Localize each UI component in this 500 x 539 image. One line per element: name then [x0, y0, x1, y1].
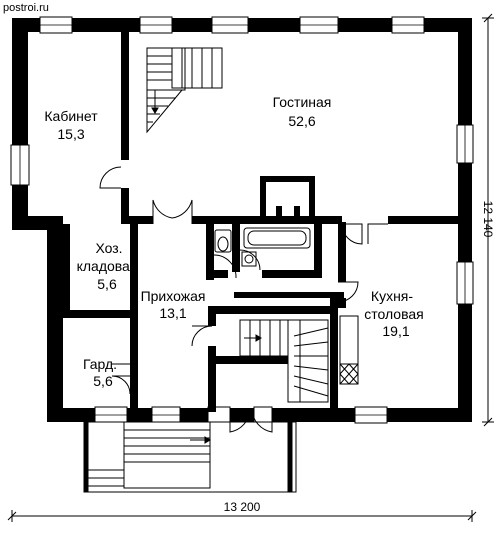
room-kitchen-name-2: столовая: [364, 306, 424, 322]
porch: [83, 421, 297, 493]
room-cabinet-area: 15,3: [57, 126, 84, 142]
fixtures: [214, 227, 359, 385]
room-hall-area: 13,1: [159, 305, 186, 321]
room-living-name: Гостиная: [273, 94, 332, 110]
doors: [99, 166, 388, 433]
room-labels: Кабинет 15,3 Гостиная 52,6 Хоз. кладовая…: [44, 94, 423, 389]
room-living-area: 52,6: [288, 113, 315, 129]
room-wardrobe-name: Гард.: [83, 356, 117, 372]
room-storage-area: 5,6: [97, 276, 117, 292]
dimension-height: 12 140: [481, 201, 495, 238]
room-cabinet-name: Кабинет: [44, 108, 98, 124]
room-hall-name: Прихожая: [141, 288, 206, 304]
dimension-lines: [7, 13, 494, 522]
room-storage-name-1: Хоз.: [95, 240, 122, 256]
windows: [10, 16, 474, 424]
stair-lower: [239, 319, 329, 403]
room-kitchen-area: 19,1: [382, 323, 409, 339]
watermark: postroi.ru: [3, 2, 49, 14]
dimension-width: 13 200: [224, 500, 261, 514]
interior-walls: [62, 30, 460, 414]
outer-walls: [12, 18, 472, 422]
room-storage-name-2: кладовая: [77, 258, 138, 274]
stair-upper: [146, 47, 223, 134]
room-kitchen-name-1: Кухня-: [371, 288, 413, 304]
room-wardrobe-area: 5,6: [93, 373, 113, 389]
